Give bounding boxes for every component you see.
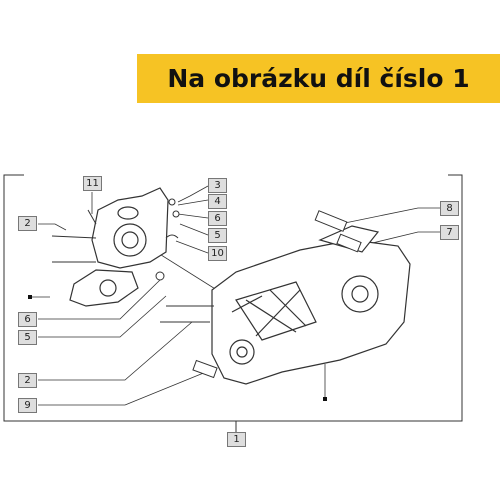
assembly-bracket — [3, 174, 463, 433]
callout-4: 4 — [208, 194, 227, 209]
banner-title: Na obrázku díl číslo 1 — [167, 64, 470, 93]
callout-5-lower: 5 — [18, 330, 37, 345]
right-crankcase-half — [211, 225, 411, 385]
callout-6-upper: 6 — [208, 211, 227, 226]
bolts-and-dowels — [51, 198, 362, 379]
callout-2-lower: 2 — [18, 373, 37, 388]
leader-lines — [30, 185, 440, 406]
callout-1: 1 — [227, 432, 246, 447]
callout-5-upper: 5 — [208, 228, 227, 243]
callout-2-upper: 2 — [18, 216, 37, 231]
callout-8: 8 — [440, 201, 459, 216]
part-markers — [28, 295, 327, 401]
callout-7: 7 — [440, 225, 459, 240]
callout-11: 11 — [83, 176, 102, 191]
callout-6-lower: 6 — [18, 312, 37, 327]
left-crankcase-half — [69, 187, 169, 307]
callout-3: 3 — [208, 178, 227, 193]
callout-9: 9 — [18, 398, 37, 413]
part-number-banner: Na obrázku díl číslo 1 — [137, 54, 500, 103]
callout-10: 10 — [208, 246, 227, 261]
